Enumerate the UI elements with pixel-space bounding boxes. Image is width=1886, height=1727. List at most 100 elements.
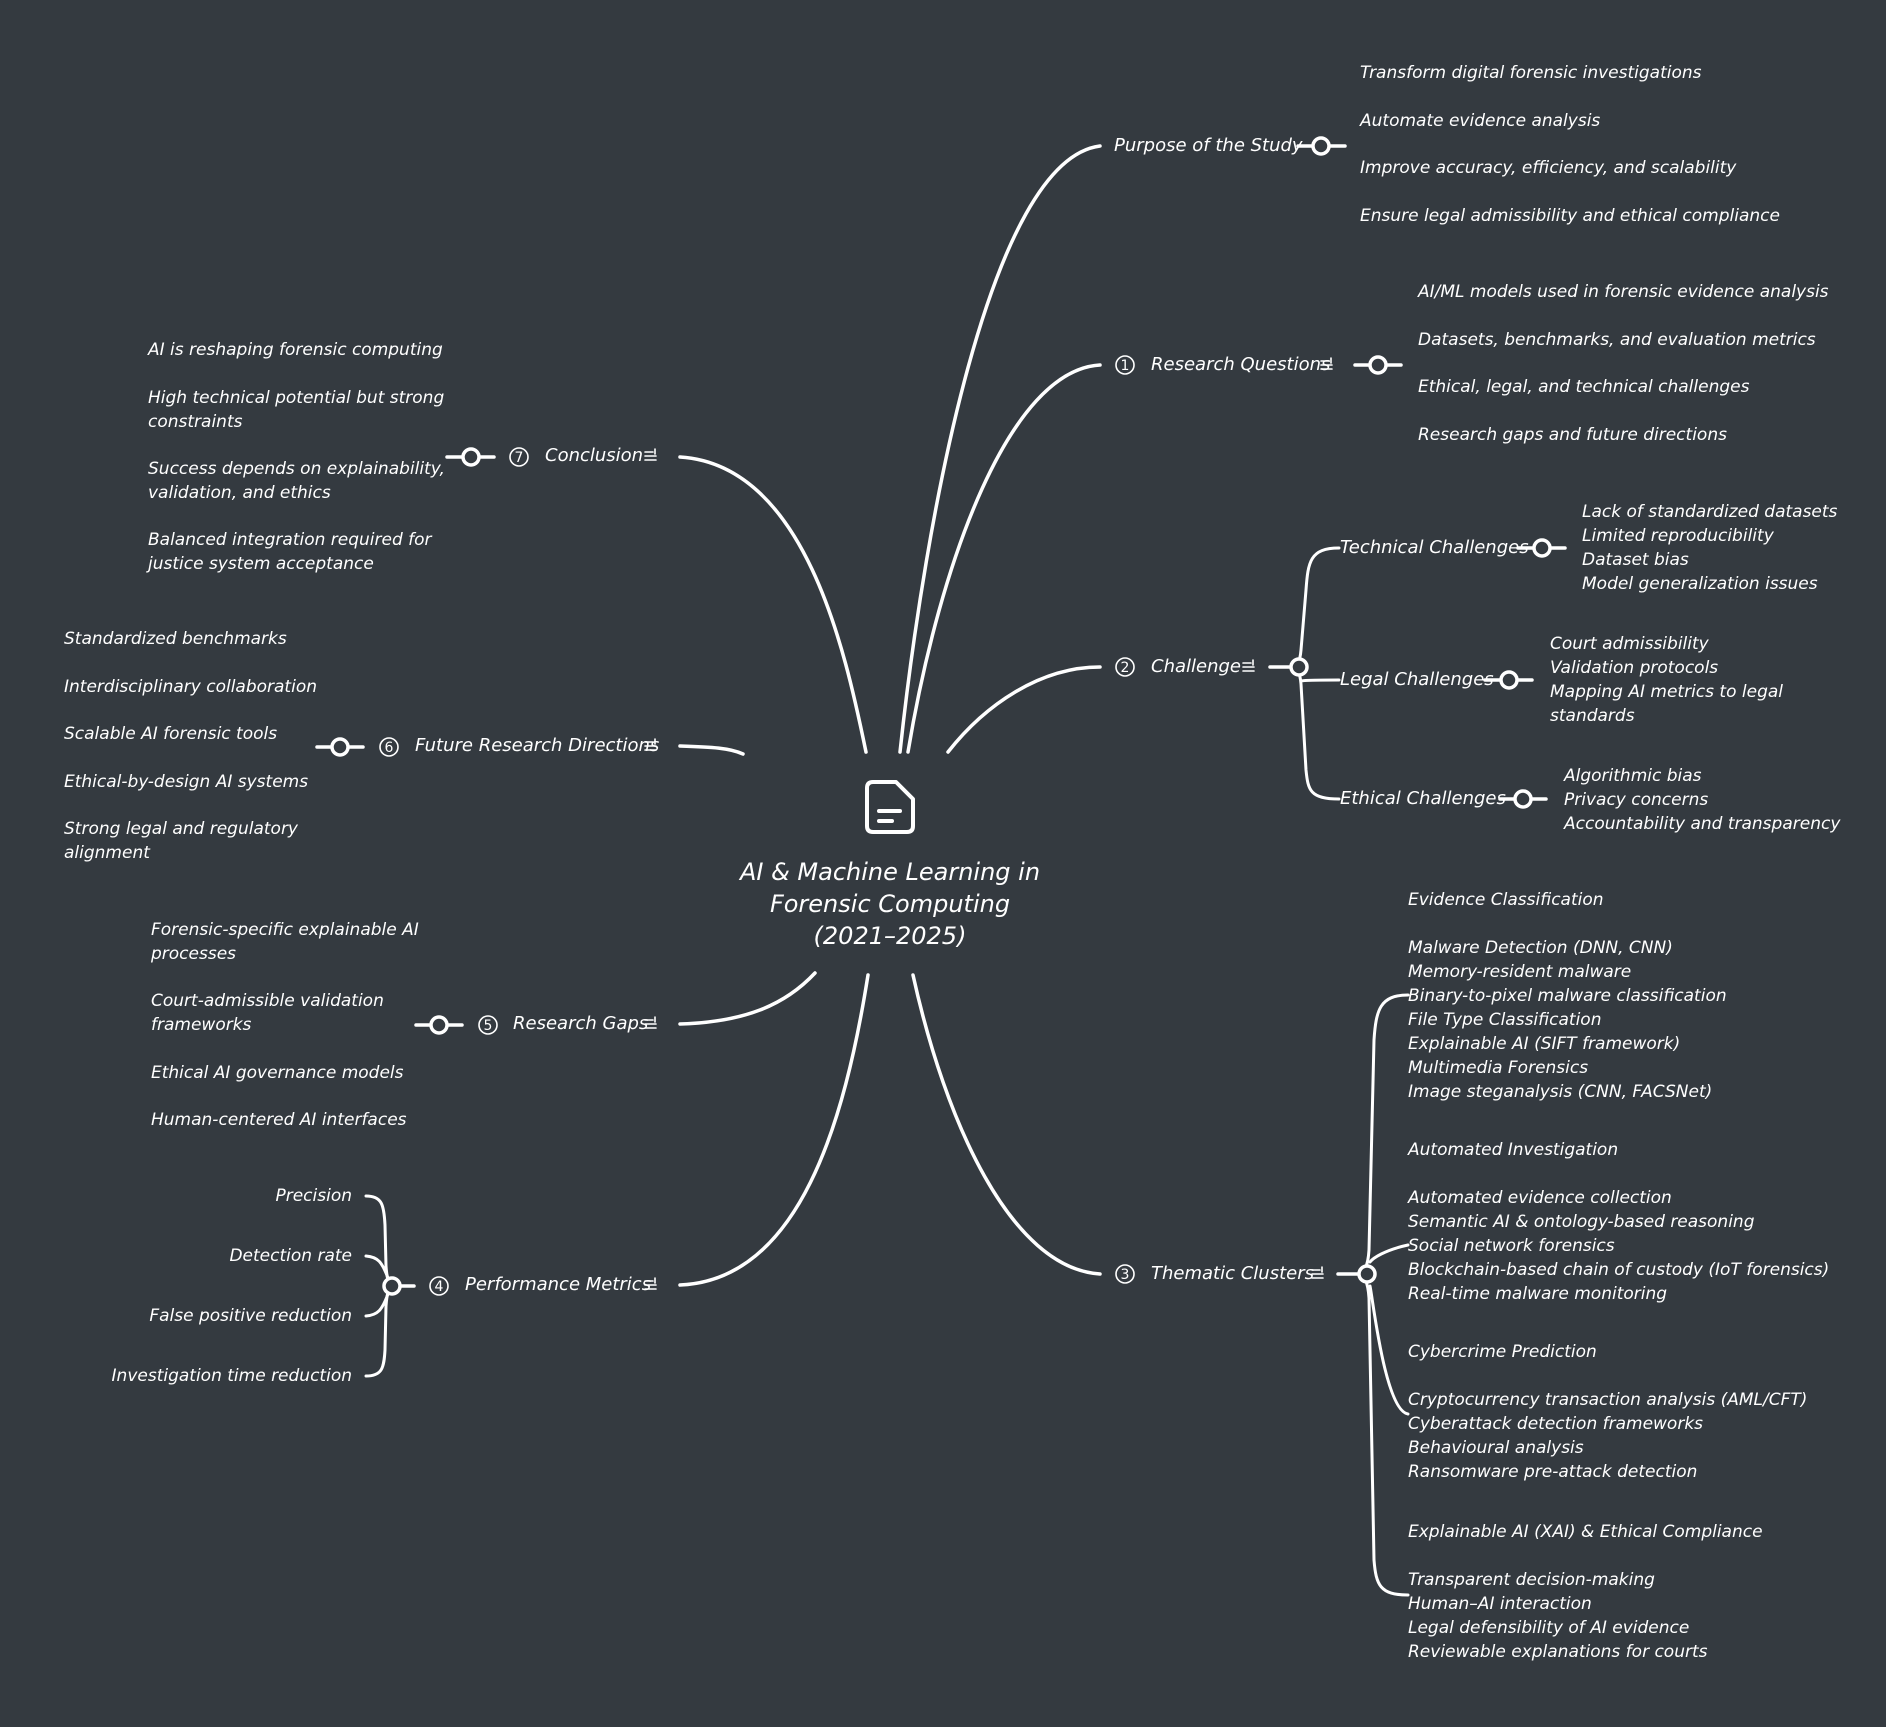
cluster-heading: Explainable AI (XAI) & Ethical Complianc… [1408,1522,1763,1542]
leaf-item: Ethical AI governance models [151,1063,404,1083]
leaf-item: Ethical-by-design AI systems [64,772,308,792]
leaf-item: Balanced integration required for [148,530,433,550]
notes-icon [644,1277,657,1290]
leaf-item: Strong legal and regulatory [64,819,299,839]
leaf-item: Success depends on explainability, [148,459,445,479]
leaf-item: Malware Detection (DNN, CNN) [1408,938,1673,958]
branch-challenge [946,665,1102,754]
subtopic-ethical-challenges[interactable]: Ethical Challenges Algorithmic bias Priv… [1340,766,1841,834]
leaf-item: Mapping AI metrics to legal [1550,682,1783,702]
leaf-item: False positive reduction [149,1306,352,1326]
leaf-item: Ransomware pre-attack detection [1408,1462,1697,1482]
leaf-item: justice system acceptance [146,554,374,574]
cluster-explainable-ai: Explainable AI (XAI) & Ethical Complianc… [1408,1522,1763,1662]
branch-research-questions [906,363,1102,754]
topic-label: Research Questions [1151,354,1330,375]
collapse-toggle[interactable] [429,1015,449,1035]
branch-future-research [678,744,745,756]
number-badge: 6 [379,737,399,757]
leaf-item: Social network forensics [1408,1236,1615,1256]
subtopic-technical-challenges[interactable]: Technical Challenges Lack of standardize… [1340,502,1838,594]
topic-thematic-clusters[interactable]: 3 Thematic Clusters Evidence Classificat… [1115,890,1829,1662]
leaf-item: File Type Classification [1408,1010,1601,1030]
cluster-evidence-classification: Evidence Classification Malware Detectio… [1408,890,1727,1102]
topic-purpose[interactable]: Purpose of the Study Transform digital f… [1114,63,1780,226]
leaf-item: Automated evidence collection [1407,1188,1672,1208]
collapse-toggle[interactable] [1357,1264,1377,1284]
leaf-item: Forensic-specific explainable AI [151,920,419,940]
leaf-item: Human-centered AI interfaces [151,1110,407,1130]
svg-text:7: 7 [515,450,524,466]
topic-performance-metrics[interactable]: Performance Metrics 4 Precision Detectio… [112,1186,657,1386]
leaf-item: Lack of standardized datasets [1582,502,1838,522]
main-branches [678,144,1102,1287]
leaf-item: constraints [148,412,243,432]
leaf-item: Image steganalysis (CNN, FACSNet) [1408,1082,1712,1102]
leaf-item: Improve accuracy, efficiency, and scalab… [1360,158,1737,178]
leaf-item: Court admissibility [1550,634,1710,654]
number-badge: 5 [478,1015,498,1035]
research-questions-children: AI/ML models used in forensic evidence a… [1417,282,1829,445]
subtopic-label: Ethical Challenges [1340,788,1506,809]
leaf-item: standards [1550,706,1635,726]
leaf-item: Reviewable explanations for courts [1408,1642,1708,1662]
number-badge: 2 [1115,657,1135,677]
collapse-toggle[interactable] [1289,657,1309,677]
collapse-toggle[interactable] [1368,355,1388,375]
branch-conclusion [678,455,868,754]
leaf-item: Transform digital forensic investigation… [1360,63,1702,83]
notes-icon [1320,357,1333,370]
leaf-item: Blockchain-based chain of custody (IoT f… [1408,1260,1829,1280]
collapse-toggle[interactable] [1532,538,1552,558]
leaf-item: Standardized benchmarks [64,629,287,649]
root-title-line: Forensic Computing [770,890,1010,918]
leaf-item: Algorithmic bias [1563,766,1702,786]
thematic-clusters-brace [1357,993,1410,1597]
root-node[interactable]: AI & Machine Learning in Forensic Comput… [738,780,1040,950]
leaf-item: Cyberattack detection frameworks [1408,1414,1703,1434]
number-badge: 4 [429,1276,449,1296]
svg-text:4: 4 [435,1279,444,1295]
notes-icon [644,448,657,461]
leaf-item: Detection rate [229,1246,352,1266]
topic-label: Future Research Directions [415,735,659,756]
topic-label: Performance Metrics [465,1274,651,1295]
collapse-toggle[interactable] [382,1276,402,1296]
leaf-item: Privacy concerns [1564,790,1708,810]
root-title-line: (2021–2025) [814,922,967,950]
subtopic-legal-challenges[interactable]: Legal Challenges Court admissibility Val… [1340,634,1783,726]
topic-label: Thematic Clusters [1151,1263,1314,1284]
leaf-item: alignment [64,843,151,863]
svg-text:5: 5 [484,1018,493,1034]
collapse-toggle[interactable] [461,447,481,467]
leaf-item: Precision [275,1186,352,1206]
collapse-toggle[interactable] [1499,670,1519,690]
conclusion-children: AI is reshaping forensic computing High … [146,340,445,574]
collapse-toggle[interactable] [1513,789,1533,809]
number-badge: 1 [1115,355,1135,375]
cluster-heading: Automated Investigation [1407,1140,1618,1160]
leaf-item: Research gaps and future directions [1418,425,1727,445]
performance-metrics-children: Precision Detection rate False positive … [112,1186,352,1386]
collapse-toggle[interactable] [1311,136,1331,156]
leaf-item: High technical potential but strong [148,388,444,408]
branch-research-gaps [678,971,817,1026]
topic-research-gaps[interactable]: Research Gaps 5 Forensic-specific explai… [150,920,657,1130]
svg-text:2: 2 [1121,660,1130,676]
research-gaps-children: Forensic-specific explainable AI process… [150,920,419,1130]
topic-conclusion[interactable]: Conclusion 7 AI is reshaping forensic co… [146,340,657,574]
topic-research-questions[interactable]: 1 Research Questions AI/ML models used i… [1115,282,1829,445]
leaf-item: Ensure legal admissibility and ethical c… [1360,206,1780,226]
leaf-item: Ethical, legal, and technical challenges [1418,377,1750,397]
branch-purpose [898,144,1102,754]
leaf-item: Semantic AI & ontology-based reasoning [1408,1212,1755,1232]
number-badge: 3 [1115,1264,1135,1284]
leaf-item: Multimedia Forensics [1408,1058,1588,1078]
topic-future-research[interactable]: Future Research Directions 6 Standardize… [64,629,659,863]
branch-thematic-clusters [911,973,1102,1276]
collapse-toggle[interactable] [330,737,350,757]
subtopic-label: Technical Challenges [1340,537,1529,558]
future-research-children: Standardized benchmarks Interdisciplinar… [64,629,317,863]
topic-challenge[interactable]: 2 Challenge Technical Challenges Lack of… [1115,502,1841,834]
